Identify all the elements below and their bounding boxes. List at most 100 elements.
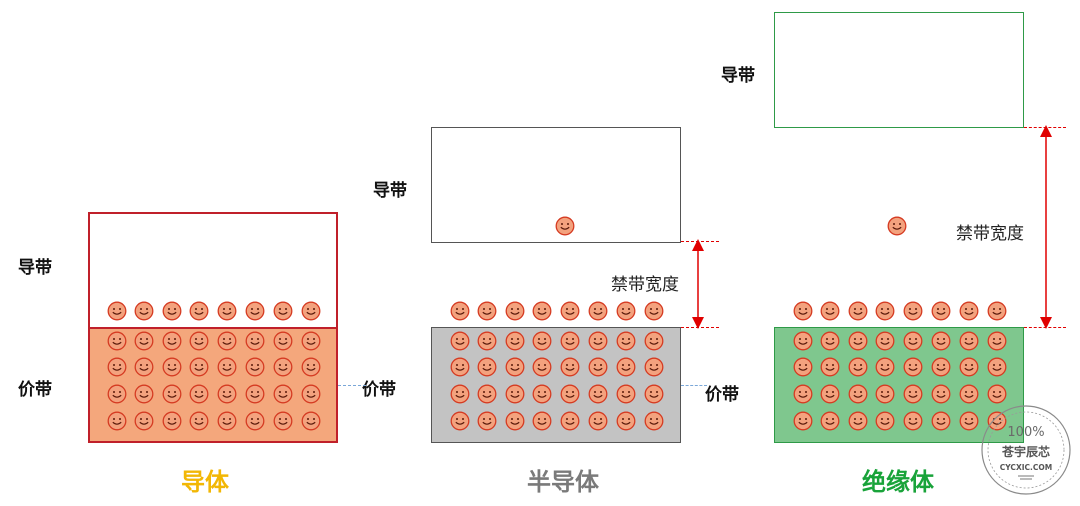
electron-icon [820, 357, 840, 377]
excited-electron-icon [555, 216, 575, 236]
electron-icon [189, 357, 209, 377]
watermark-line1: 100% [1007, 425, 1044, 440]
insulator-title: 绝缘体 [862, 468, 934, 496]
electron-icon [959, 384, 979, 404]
electron-icon [588, 384, 608, 404]
conductor-valence-label: 价带 [18, 380, 52, 400]
electron-icon [217, 331, 237, 351]
electron-icon [189, 411, 209, 431]
conductor-conduction-band [88, 212, 338, 328]
electron-icon [820, 384, 840, 404]
electron-icon [931, 357, 951, 377]
electron-icon [450, 384, 470, 404]
electron-icon [301, 301, 321, 321]
electron-icon [477, 331, 497, 351]
electron-icon [162, 384, 182, 404]
electron-icon [903, 331, 923, 351]
watermark-line3: CYCXIC.COM [1000, 463, 1052, 472]
semiconductor-valence-label: 价带 [362, 380, 396, 400]
electron-icon [217, 384, 237, 404]
electron-icon [301, 411, 321, 431]
electron-icon [245, 411, 265, 431]
electron-icon [644, 301, 664, 321]
electron-icon [588, 301, 608, 321]
electron-icon [107, 357, 127, 377]
electron-icon [477, 411, 497, 431]
conductor-valence-band [88, 327, 338, 443]
electron-icon [450, 301, 470, 321]
electron-icon [505, 384, 525, 404]
electron-icon [217, 411, 237, 431]
electron-icon [134, 357, 154, 377]
electron-icon [450, 357, 470, 377]
electron-icon [931, 384, 951, 404]
electron-icon [793, 331, 813, 351]
electron-icon [793, 411, 813, 431]
insulator-valence-label: 价带 [705, 385, 739, 405]
electron-icon [532, 357, 552, 377]
electron-icon [644, 384, 664, 404]
electron-icon [987, 384, 1007, 404]
electron-icon [588, 357, 608, 377]
electron-icon [616, 331, 636, 351]
electron-icon [959, 357, 979, 377]
electron-icon [134, 411, 154, 431]
electron-icon [959, 301, 979, 321]
electron-icon [903, 411, 923, 431]
electron-icon [560, 357, 580, 377]
electron-icon [532, 301, 552, 321]
electron-icon [560, 301, 580, 321]
electron-icon [793, 384, 813, 404]
electron-icon [931, 411, 951, 431]
electron-icon [532, 411, 552, 431]
electron-icon [987, 301, 1007, 321]
electron-icon [273, 301, 293, 321]
electron-icon [588, 411, 608, 431]
electron-icon [903, 301, 923, 321]
electron-icon [217, 301, 237, 321]
electron-icon [875, 301, 895, 321]
electron-icon [162, 411, 182, 431]
electron-icon [616, 411, 636, 431]
electron-icon [875, 384, 895, 404]
electron-icon [477, 301, 497, 321]
electron-icon [959, 411, 979, 431]
electron-icon [107, 384, 127, 404]
electron-icon [848, 331, 868, 351]
electron-icon [931, 301, 951, 321]
electron-icon [273, 331, 293, 351]
electron-icon [616, 357, 636, 377]
electron-icon [477, 384, 497, 404]
electron-icon [505, 301, 525, 321]
semiconductor-gap-label: 禁带宽度 [611, 275, 679, 295]
electron-icon [848, 411, 868, 431]
electron-icon [505, 331, 525, 351]
electron-icon [644, 357, 664, 377]
electron-icon [903, 357, 923, 377]
electron-icon [644, 411, 664, 431]
electron-icon [875, 357, 895, 377]
electron-icon [162, 331, 182, 351]
electron-icon [532, 331, 552, 351]
electron-icon [189, 331, 209, 351]
electron-icon [107, 331, 127, 351]
electron-icon [820, 411, 840, 431]
electron-icon [820, 331, 840, 351]
electron-icon [273, 384, 293, 404]
electron-icon [560, 384, 580, 404]
semiconductor-valence-band [431, 327, 681, 443]
electron-icon [189, 384, 209, 404]
semiconductor-title: 半导体 [527, 468, 599, 496]
watermark-line2: 苍宇辰芯 [1001, 444, 1050, 459]
electron-icon [162, 357, 182, 377]
electron-icon [616, 301, 636, 321]
electron-icon [273, 411, 293, 431]
electron-icon [987, 357, 1007, 377]
electron-icon [848, 301, 868, 321]
electron-icon [245, 384, 265, 404]
electron-icon [273, 357, 293, 377]
electron-icon [616, 384, 636, 404]
electron-icon [560, 411, 580, 431]
valence-connector-left [338, 385, 366, 386]
